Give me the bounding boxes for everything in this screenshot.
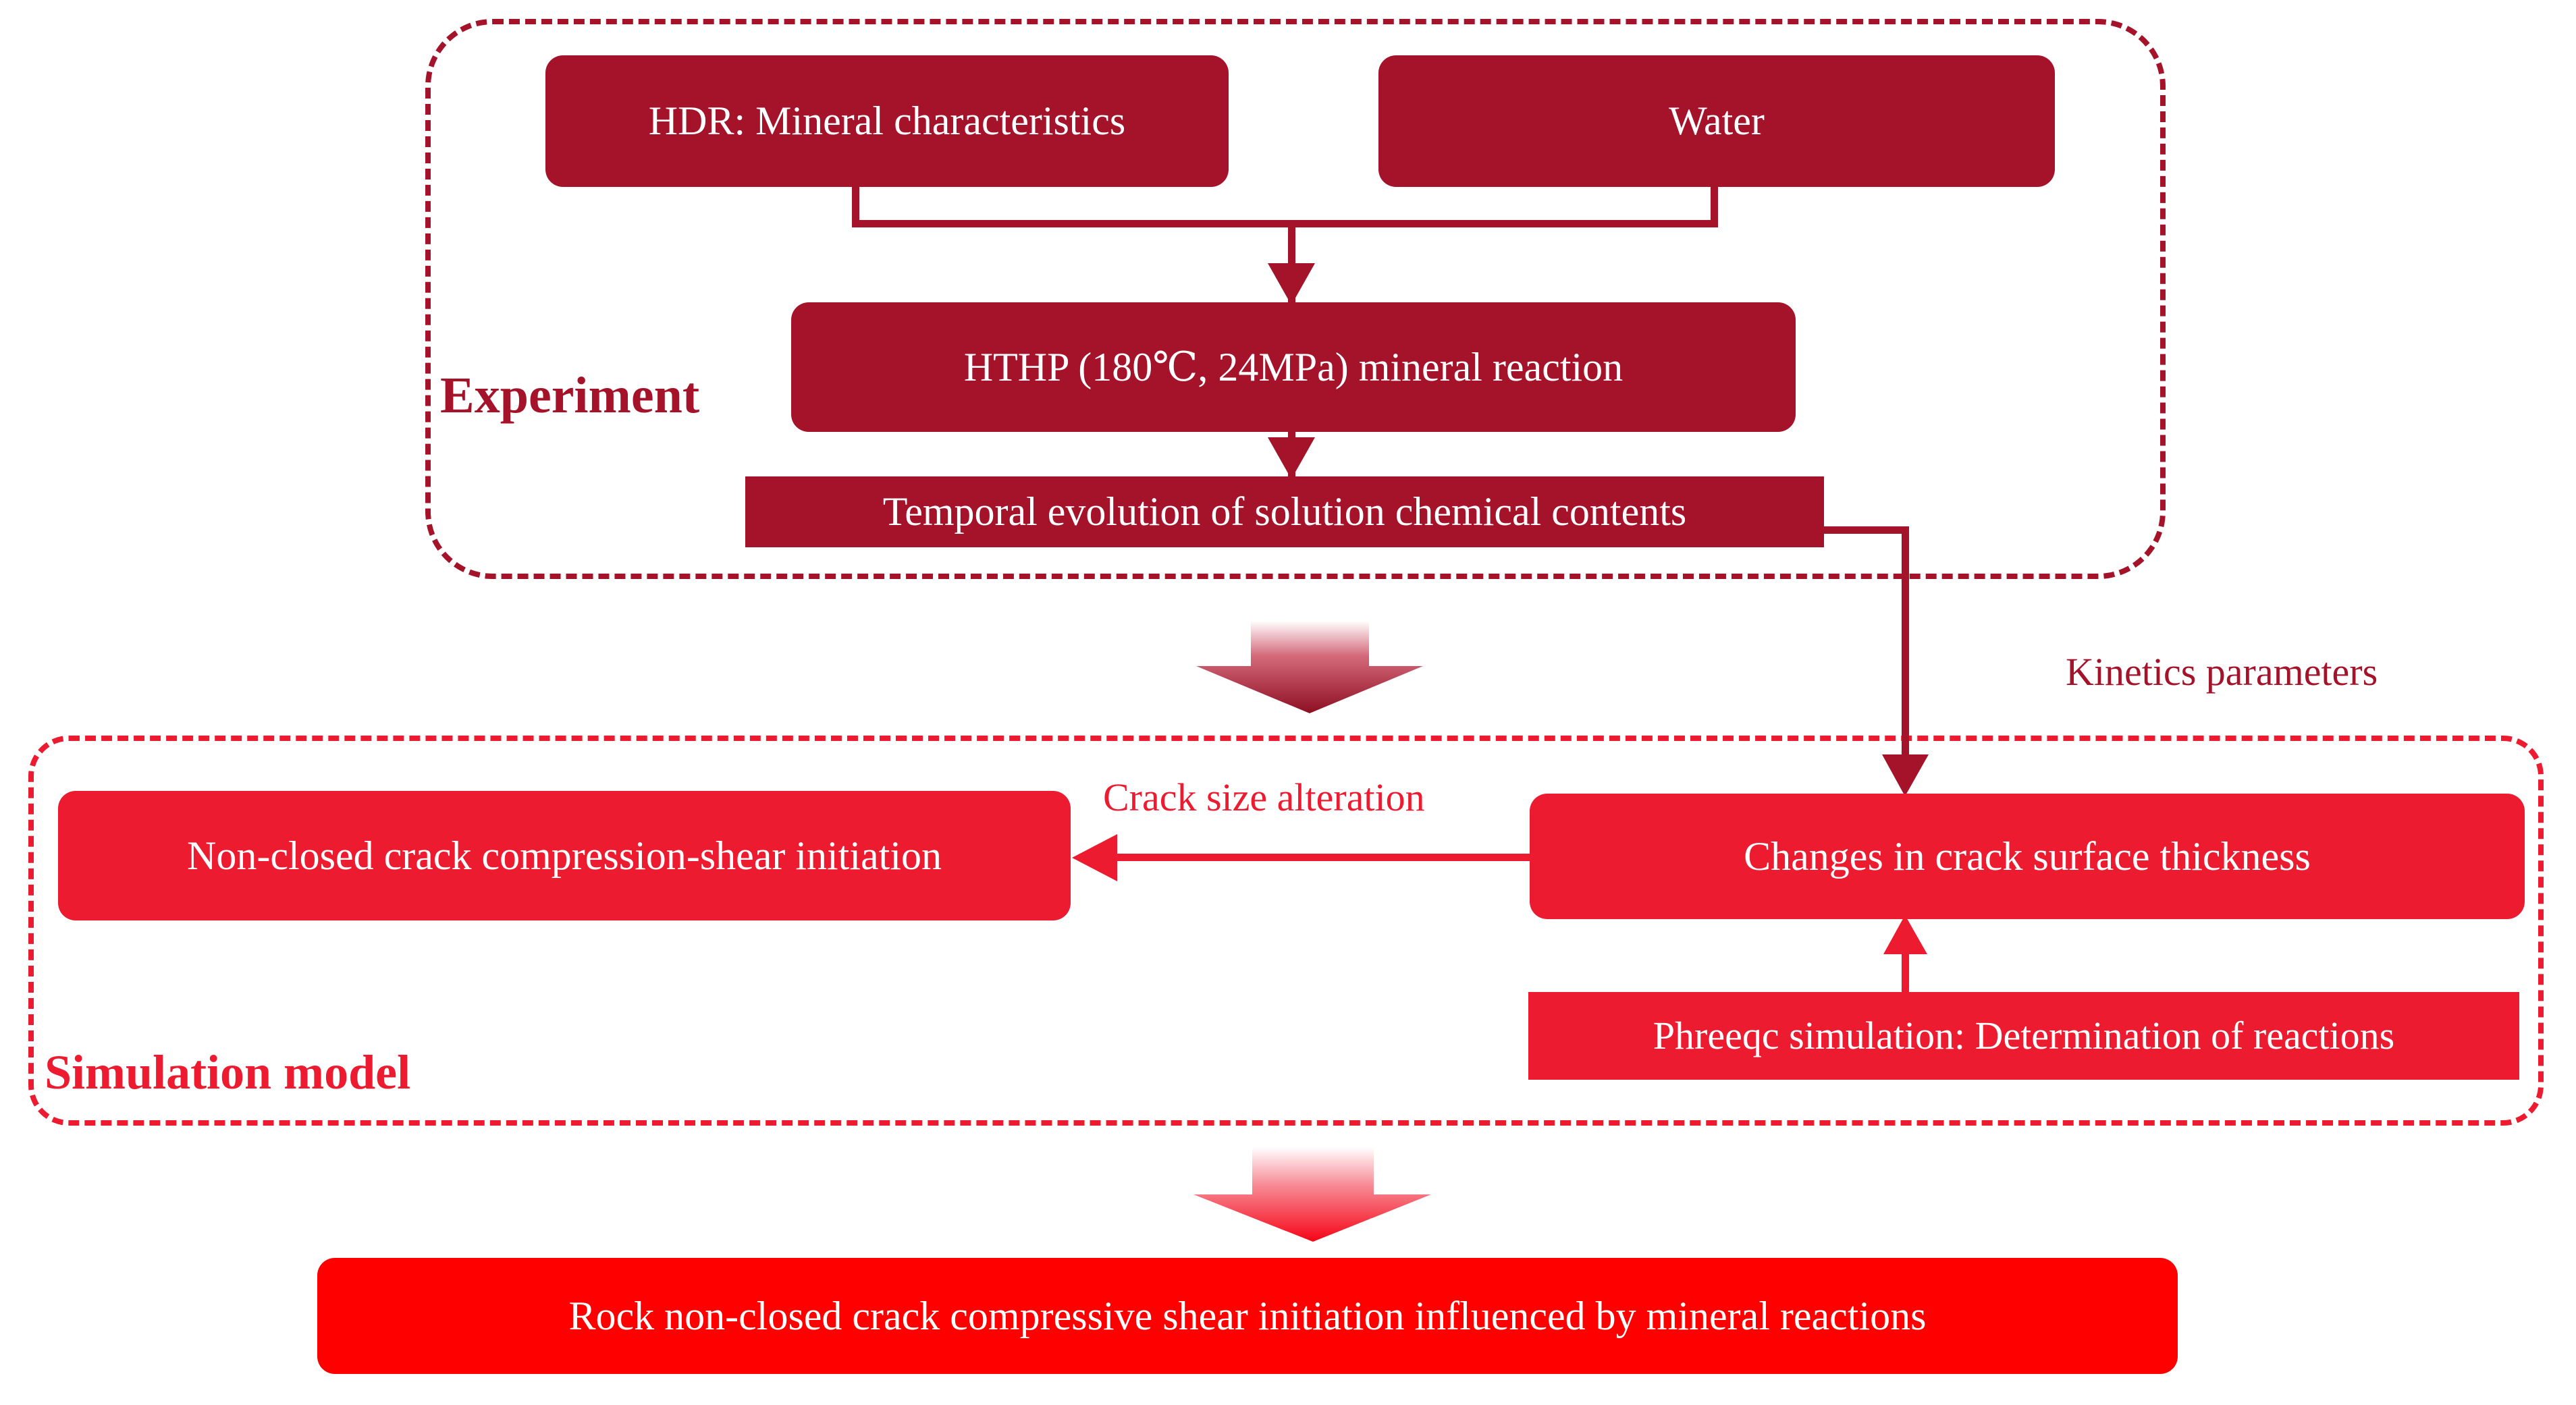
connector-changes-to-nonclosed (1080, 854, 1532, 861)
connector-merge-to-hthp (1288, 223, 1295, 302)
connector-phreeqc-to-changes (1902, 923, 1909, 993)
node-changes[interactable]: Changes in crack surface thickness (1530, 794, 2525, 919)
node-outcome-label: Rock non-closed crack compressive shear … (568, 1293, 1927, 1338)
section-container-experiment (425, 19, 2166, 579)
block-arrow-experiment-to-simulation (1196, 621, 1423, 713)
node-temporal-label: Temporal evolution of solution chemical … (882, 489, 1687, 534)
node-hthp-label: HTHP (180℃, 24MPa) mineral reaction (963, 344, 1624, 389)
node-phreeqc-label: Phreeqc simulation: Determination of rea… (1653, 1013, 2395, 1057)
node-temporal[interactable]: Temporal evolution of solution chemical … (745, 476, 1824, 547)
node-nonclosed[interactable]: Non-closed crack compression-shear initi… (58, 791, 1071, 920)
connector-hthp-to-temporal (1288, 431, 1295, 476)
connector-merge-bar (852, 220, 1718, 227)
connector-temporal-right (1823, 526, 1909, 534)
edge-label-crack-size-alteration: Crack size alteration (1103, 775, 1425, 819)
node-nonclosed-label: Non-closed crack compression-shear initi… (187, 833, 942, 878)
edge-label-kinetics-parameters: Kinetics parameters (2066, 650, 2378, 694)
section-label-experiment: Experiment (440, 367, 700, 424)
node-hdr-label: HDR: Mineral characteristics (648, 99, 1126, 143)
block-arrow-simulation-to-outcome (1193, 1147, 1431, 1242)
node-outcome[interactable]: Rock non-closed crack compressive shear … (317, 1258, 2178, 1374)
section-container-simulation (28, 736, 2544, 1126)
connector-water-down (1711, 186, 1718, 227)
node-phreeqc[interactable]: Phreeqc simulation: Determination of rea… (1528, 992, 2519, 1080)
node-hdr[interactable]: HDR: Mineral characteristics (545, 55, 1229, 187)
connector-hdr-down (852, 186, 859, 227)
section-label-simulation: Simulation model (45, 1045, 411, 1099)
node-water[interactable]: Water (1378, 55, 2055, 187)
node-water-label: Water (1669, 99, 1765, 143)
node-changes-label: Changes in crack surface thickness (1744, 833, 2311, 879)
connector-temporal-down (1902, 526, 1909, 790)
node-hthp[interactable]: HTHP (180℃, 24MPa) mineral reaction (791, 302, 1796, 432)
